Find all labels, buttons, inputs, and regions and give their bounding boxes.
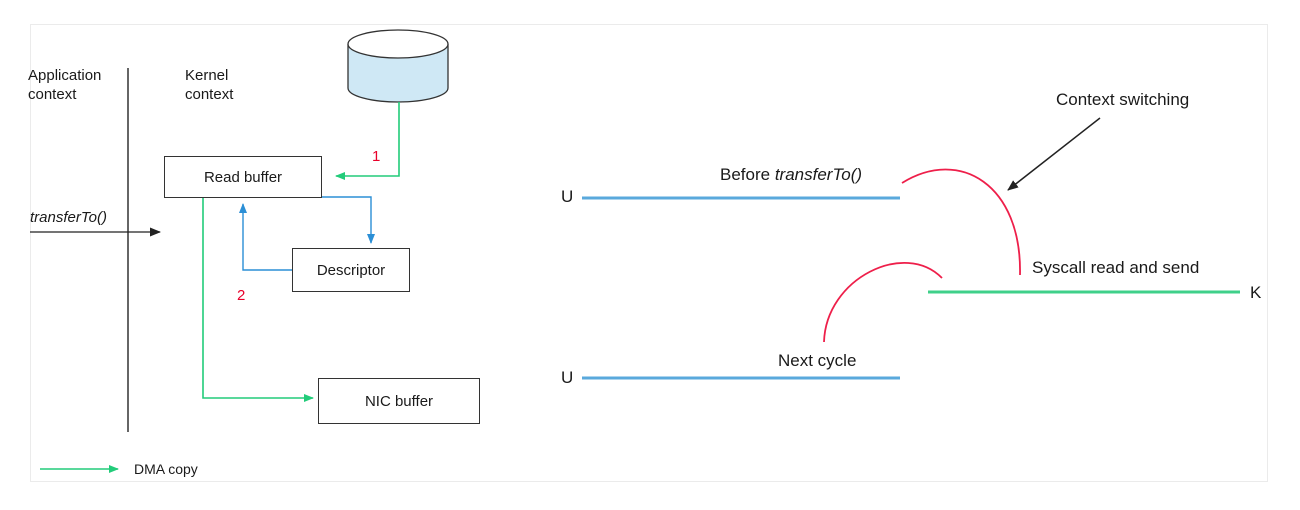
application-context-line-1: Application (28, 67, 102, 84)
user-mode-label-bottom: U (561, 368, 574, 387)
before-prefix-text: Before (720, 165, 775, 184)
read-buffer-label: Read buffer (203, 168, 283, 186)
kernel-context-line-2: context (185, 86, 234, 103)
diagram-frame (30, 24, 1268, 482)
syscall-read-send-label: Syscall read and send (1032, 258, 1200, 277)
dma-arrow-disk-to-read-buffer (335, 102, 400, 180)
descriptor-box: Descriptor (292, 248, 410, 292)
read-buffer-box: Read buffer (164, 156, 322, 198)
step-2-label: 2 (237, 287, 246, 304)
context-switch-arc-up (823, 261, 943, 343)
kernel-context-line-1: Kernel (185, 67, 229, 84)
context-switch-arc-down (901, 168, 1021, 276)
user-mode-label-top: U (561, 187, 574, 206)
descriptor-label: Descriptor (316, 261, 386, 279)
next-cycle-label: Next cycle (778, 351, 857, 370)
dma-arrow-read-buffer-to-nic-buffer (202, 198, 314, 402)
pointer-arrow-read-buffer-to-descriptor (322, 196, 375, 244)
nic-buffer-box: NIC buffer (318, 378, 480, 424)
kernel-context-label: Kernel context (185, 66, 233, 104)
step-1-label: 1 (372, 148, 381, 165)
before-call-text: transferTo() (774, 165, 863, 184)
pointer-arrow-descriptor-to-read-buffer (239, 203, 293, 271)
context-switching-label: Context switching (1056, 90, 1190, 109)
disk-icon (347, 29, 449, 103)
context-switching-pointer-arrow (1007, 117, 1101, 191)
transferto-call-label: transferTo() (30, 209, 107, 226)
application-context-line-2: context (28, 86, 77, 103)
before-transferto-label: Before transferTo() (720, 165, 862, 185)
legend-dma-copy-label: DMA copy (134, 461, 198, 477)
application-context-label: Application context (28, 66, 101, 104)
nic-buffer-label: NIC buffer (364, 392, 434, 410)
kernel-mode-label: K (1250, 283, 1262, 302)
